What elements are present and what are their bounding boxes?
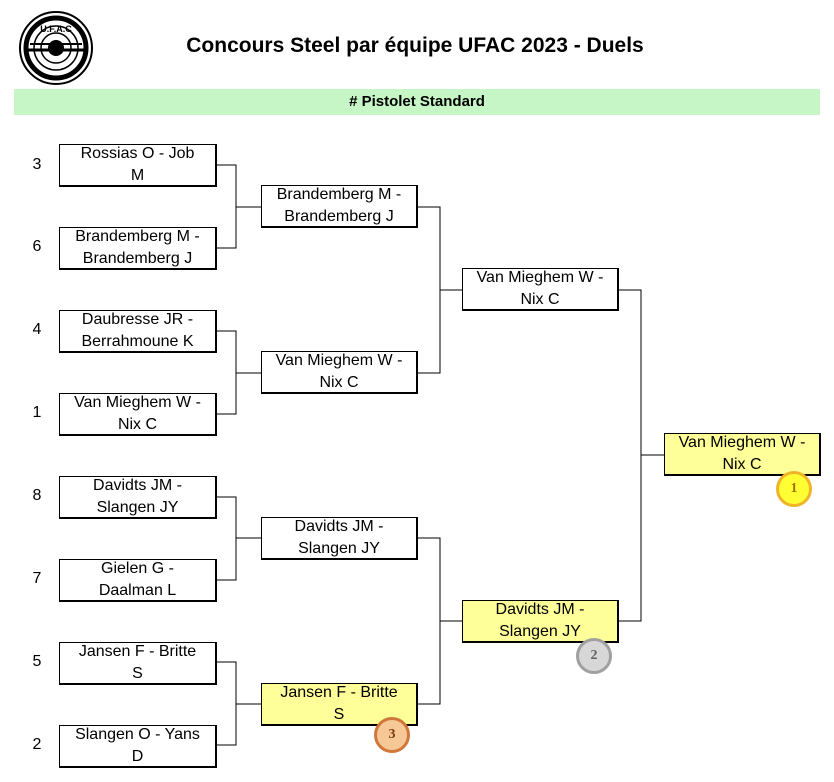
- section-header: # Pistolet Standard: [14, 89, 820, 115]
- bracket-entry-round1: Gielen G -Daalman L: [59, 559, 217, 602]
- bracket-entry-round2: Brandemberg M -Brandemberg J: [261, 185, 418, 228]
- bracket-entry-round1: Brandemberg M -Brandemberg J: [59, 227, 217, 270]
- page-title: Concours Steel par équipe UFAC 2023 - Du…: [186, 34, 644, 57]
- bracket-entry-round3: Van Mieghem W -Nix C: [462, 268, 619, 311]
- seed-number: 8: [32, 487, 42, 504]
- seed-number: 3: [32, 156, 42, 173]
- bracket-entry-round2: Van Mieghem W -Nix C: [261, 351, 418, 394]
- silver-medal-icon: 2: [576, 638, 612, 674]
- seed-number: 4: [32, 321, 42, 338]
- gold-medal-icon: 1: [776, 471, 812, 507]
- bronze-medal-icon: 3: [374, 717, 410, 753]
- bracket-entry-round1: Davidts JM -Slangen JY: [59, 476, 217, 519]
- svg-text:U.F.A.C: U.F.A.C: [40, 24, 72, 34]
- bracket-entry-round1: Van Mieghem W -Nix C: [59, 393, 217, 436]
- ufac-logo-icon: U.F.A.C: [19, 11, 93, 85]
- bracket-entry-round1: Daubresse JR -Berrahmoune K: [59, 310, 217, 353]
- seed-number: 5: [32, 653, 42, 670]
- seed-number: 7: [32, 570, 42, 587]
- seed-number: 2: [32, 736, 42, 753]
- bracket-entry-round2: Davidts JM -Slangen JY: [261, 517, 418, 560]
- seed-number: 1: [32, 404, 42, 421]
- seed-number: 6: [32, 238, 42, 255]
- bracket-entry-silver: Davidts JM -Slangen JY: [462, 600, 619, 643]
- bracket-entry-winner: Van Mieghem W -Nix C: [664, 433, 821, 476]
